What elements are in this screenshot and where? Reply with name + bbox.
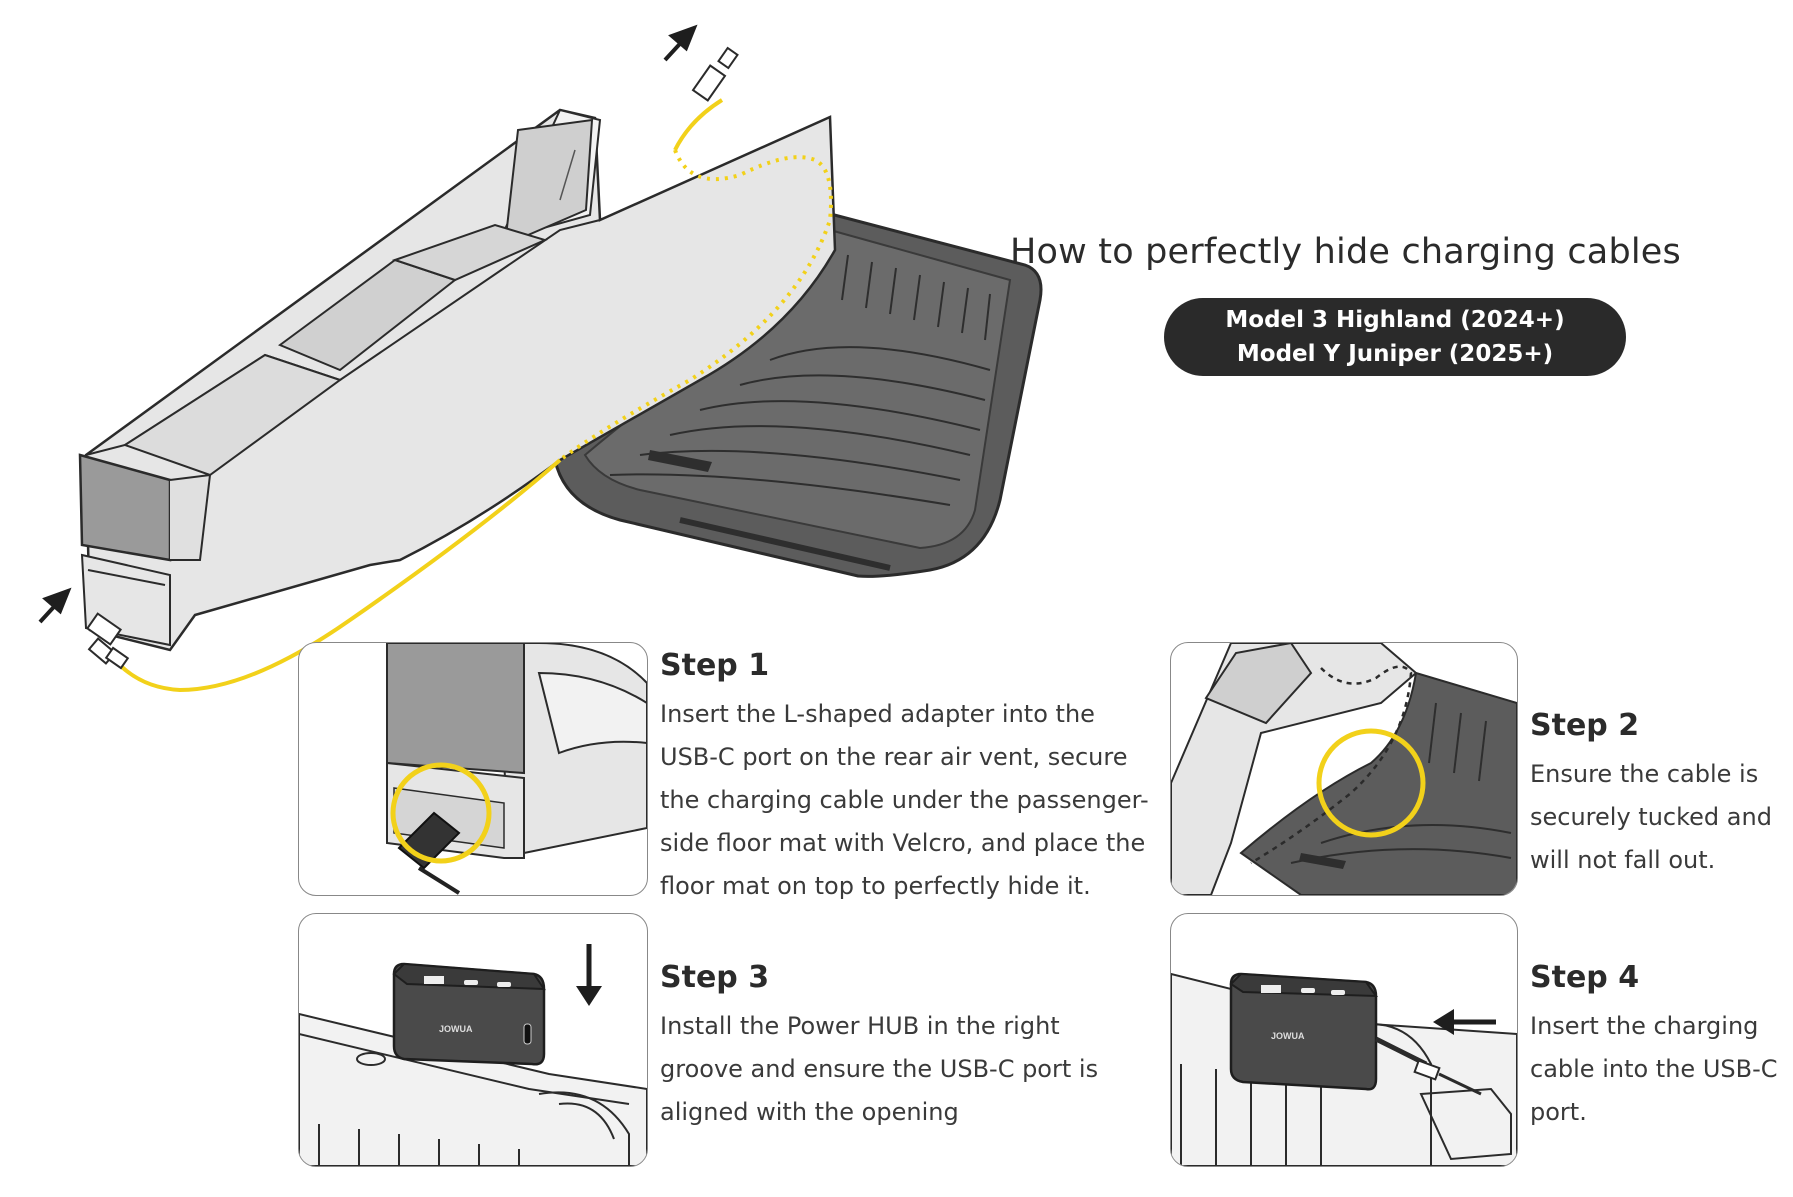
floor-mat xyxy=(553,210,1043,578)
model-badge-line-2: Model Y Juniper (2025+) xyxy=(1236,341,1554,367)
step-2-title: Step 2 xyxy=(1530,708,1640,743)
model-badge: Model 3 Highland (2024+) Model Y Juniper… xyxy=(1164,298,1626,376)
arrow-down-icon xyxy=(576,944,602,1006)
step-4-image: JOWUA xyxy=(1170,913,1518,1167)
step-2-image xyxy=(1170,642,1518,896)
step-1-title: Step 1 xyxy=(660,648,770,683)
step-3-title: Step 3 xyxy=(660,960,770,995)
page-title: How to perfectly hide charging cables xyxy=(1010,232,1681,272)
arrow-up-right-icon xyxy=(38,24,698,624)
arrow-left-icon xyxy=(1433,1009,1496,1035)
step-1-image xyxy=(298,642,648,896)
usb-c-plug-icon xyxy=(691,46,739,102)
step-2-text: Ensure the cable is securely tucked and … xyxy=(1530,760,1772,874)
model-badge-line-1: Model 3 Highland (2024+) xyxy=(1225,307,1565,333)
step-4-text: Insert the charging cable into the USB-C… xyxy=(1530,1012,1778,1126)
hub-brand-label-2: JOWUA xyxy=(1271,1031,1305,1041)
l-adapter-icon xyxy=(85,612,130,670)
step-4-title: Step 4 xyxy=(1530,960,1640,995)
hub-brand-label: JOWUA xyxy=(439,1024,473,1034)
step-1-text: Insert the L-shaped adapter into the USB… xyxy=(660,700,1149,900)
center-console xyxy=(78,108,837,652)
step-3-image: JOWUA xyxy=(298,913,648,1167)
step-3-text: Install the Power HUB in the right groov… xyxy=(660,1012,1099,1126)
